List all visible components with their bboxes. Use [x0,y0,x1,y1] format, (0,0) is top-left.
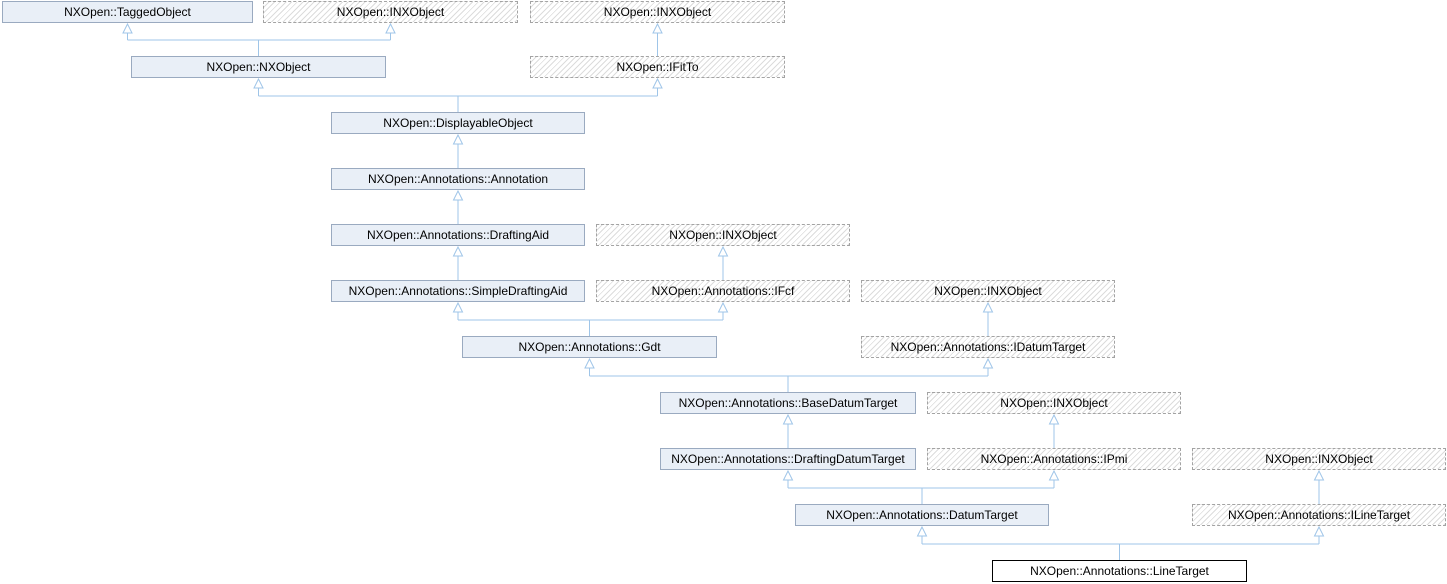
node-datum-target[interactable]: NXOpen::Annotations::DatumTarget [795,504,1049,526]
node-inxobject-2: NXOpen::INXObject [530,1,785,23]
node-drafting-datum-target[interactable]: NXOpen::Annotations::DraftingDatumTarget [660,448,916,470]
node-annotation[interactable]: NXOpen::Annotations::Annotation [331,168,585,190]
node-inxobject-6: NXOpen::INXObject [1192,448,1446,470]
node-label: NXOpen::Annotations::DraftingAid [366,228,550,242]
node-label: NXOpen::INXObject [669,228,777,242]
node-ifitto: NXOpen::IFitTo [530,56,785,78]
node-label: NXOpen::Annotations::IDatumTarget [890,340,1086,354]
node-label: NXOpen::Annotations::Gdt [518,340,661,354]
node-inxobject-3: NXOpen::INXObject [596,224,850,246]
node-label: NXOpen::INXObject [934,284,1042,298]
node-label: NXOpen::Annotations::LineTarget [1030,564,1209,578]
node-label: NXOpen::Annotations::BaseDatumTarget [678,396,898,410]
node-label: NXOpen::Annotations::Annotation [367,172,549,186]
node-label: NXOpen::Annotations::SimpleDraftingAid [348,284,568,298]
node-label: NXOpen::INXObject [1000,396,1108,410]
node-label: NXOpen::INXObject [1265,452,1373,466]
node-displayable-object[interactable]: NXOpen::DisplayableObject [331,112,585,134]
node-label: NXOpen::INXObject [336,5,445,19]
node-ifcf: NXOpen::Annotations::IFcf [596,280,850,302]
node-label: NXOpen::INXObject [603,5,712,19]
node-label: NXOpen::IFitTo [616,60,699,74]
node-nxobject[interactable]: NXOpen::NXObject [131,56,386,78]
node-tagged-object[interactable]: NXOpen::TaggedObject [2,1,253,23]
node-label: NXOpen::TaggedObject [64,5,191,19]
node-label: NXOpen::DisplayableObject [383,116,533,130]
node-label: NXOpen::Annotations::DatumTarget [826,508,1018,522]
node-inxobject-1: NXOpen::INXObject [263,1,518,23]
node-idatum-target: NXOpen::Annotations::IDatumTarget [861,336,1115,358]
node-base-datum-target[interactable]: NXOpen::Annotations::BaseDatumTarget [660,392,916,414]
node-inxobject-5: NXOpen::INXObject [927,392,1181,414]
node-label: NXOpen::Annotations::IFcf [651,284,795,298]
node-gdt[interactable]: NXOpen::Annotations::Gdt [462,336,717,358]
node-line-target: NXOpen::Annotations::LineTarget [992,560,1247,582]
node-label: NXOpen::Annotations::IPmi [980,452,1128,466]
node-label: NXOpen::NXObject [206,60,311,74]
node-inxobject-4: NXOpen::INXObject [861,280,1115,302]
node-simple-drafting-aid[interactable]: NXOpen::Annotations::SimpleDraftingAid [331,280,585,302]
node-drafting-aid[interactable]: NXOpen::Annotations::DraftingAid [331,224,585,246]
node-iline-target: NXOpen::Annotations::ILineTarget [1192,504,1446,526]
node-label: NXOpen::Annotations::ILineTarget [1227,508,1411,522]
node-ipmi: NXOpen::Annotations::IPmi [927,448,1181,470]
node-label: NXOpen::Annotations::DraftingDatumTarget [671,452,905,466]
